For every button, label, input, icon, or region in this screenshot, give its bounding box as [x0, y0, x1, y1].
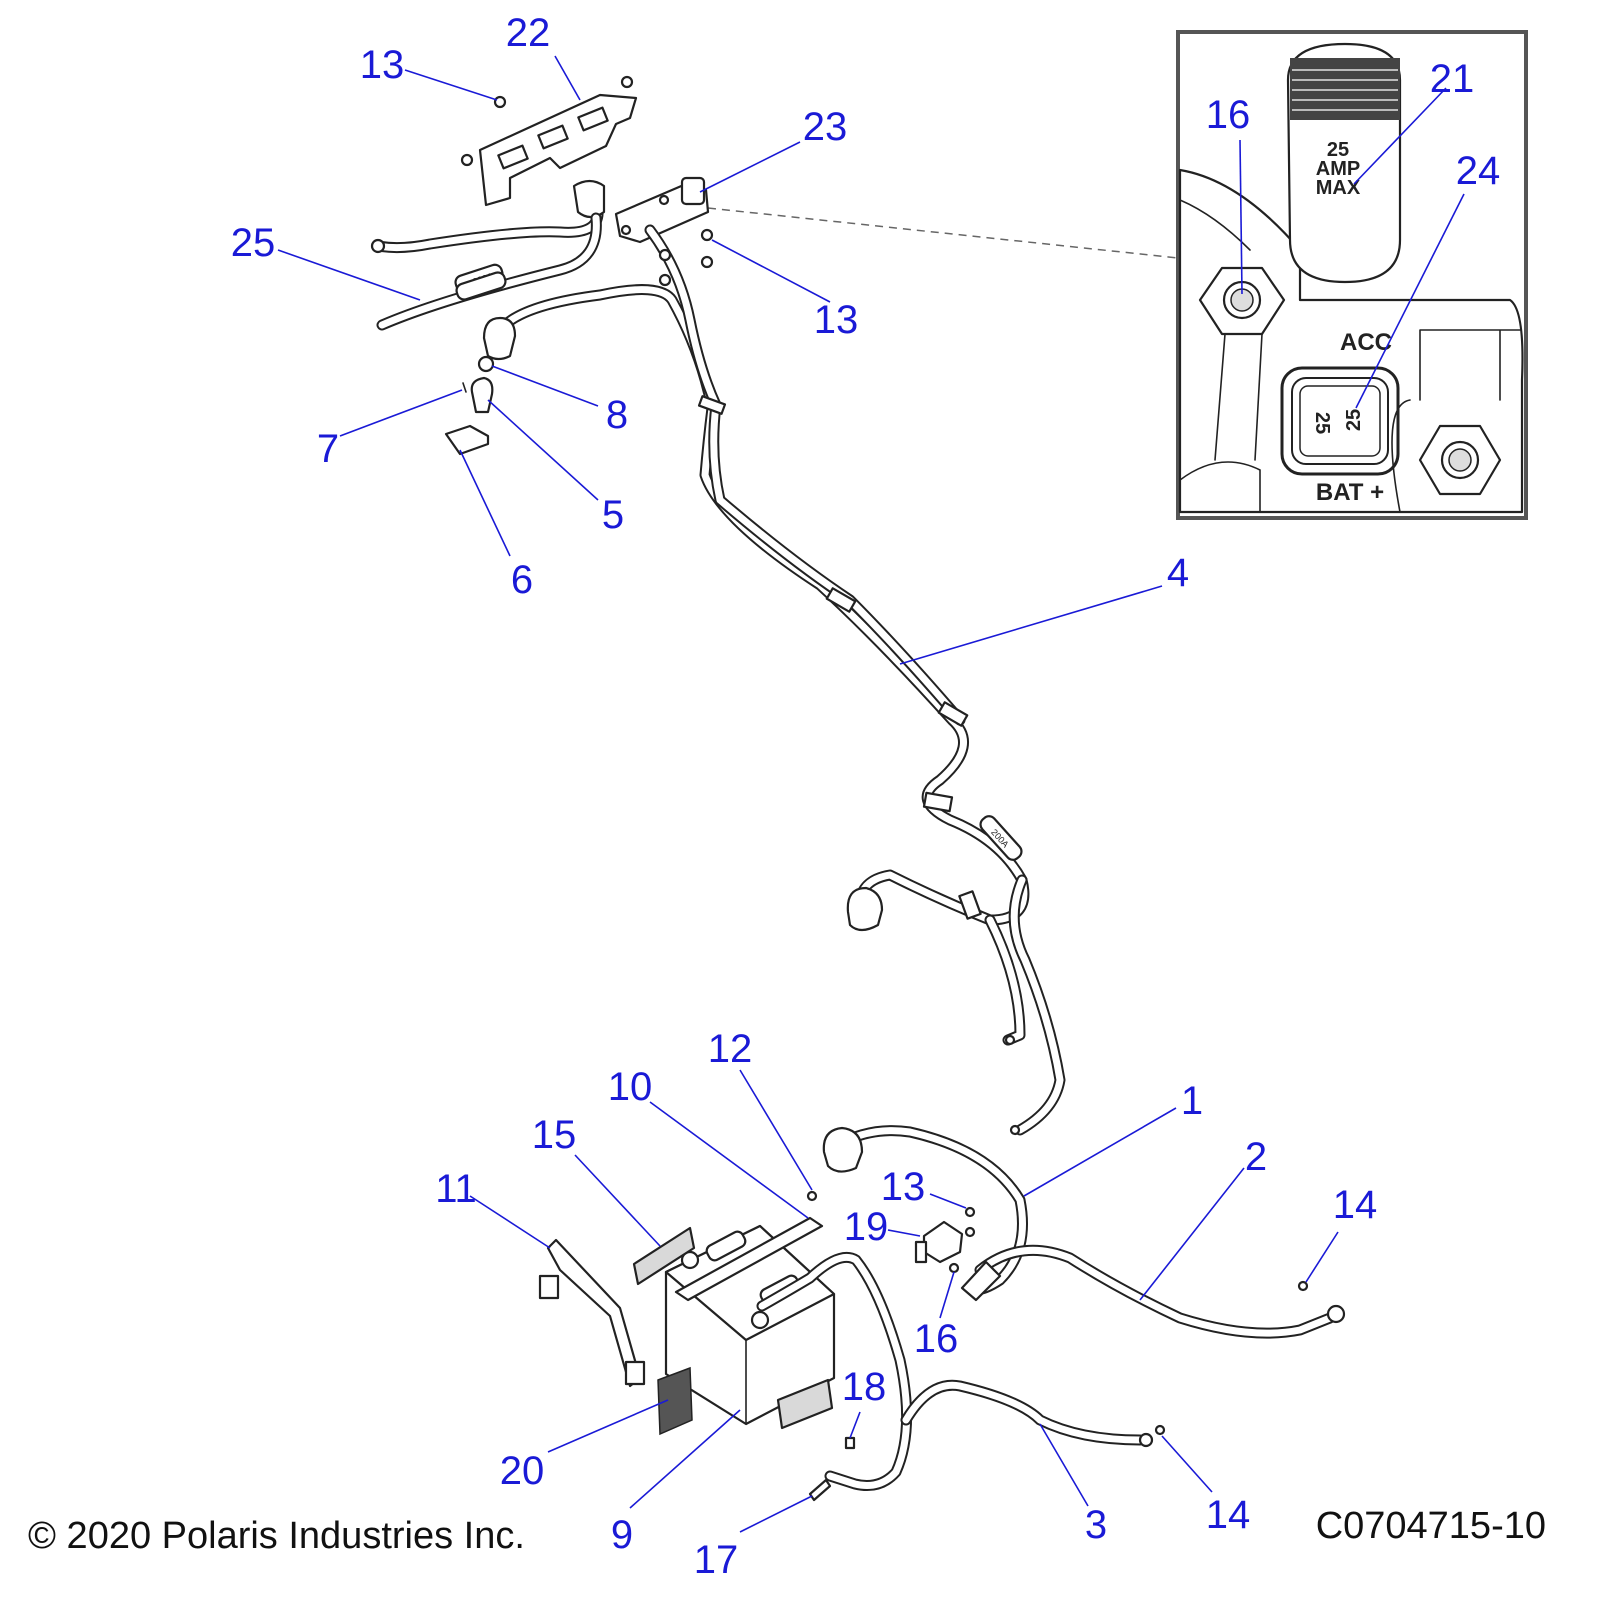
screw-12 [806, 1190, 818, 1202]
callout-21: 21 [1430, 57, 1475, 101]
callout-22: 22 [506, 11, 551, 55]
callout-4: 4 [1167, 551, 1189, 595]
callout-17: 17 [694, 1538, 739, 1582]
parts-5-8 [444, 355, 495, 456]
bracket-22 [460, 75, 638, 207]
callout-14-lower: 14 [1206, 1493, 1251, 1537]
harness-boot-top [482, 316, 517, 361]
fasteners-13-top [658, 228, 714, 287]
tie-17 [808, 1478, 832, 1502]
callout-5: 5 [602, 493, 624, 537]
nut-16-inset [1198, 266, 1286, 336]
callout-18: 18 [842, 1365, 887, 1409]
clip-18 [844, 1436, 856, 1450]
cable-3 [756, 1251, 1154, 1491]
copyright-text: © 2020 Polaris Industries Inc. [28, 1515, 525, 1557]
callout-14-upper: 14 [1333, 1183, 1378, 1227]
inset-leader-dashed [707, 207, 1179, 259]
terminal-block-23 [614, 176, 710, 244]
fuse-label-1: 25 [1327, 139, 1349, 161]
callout-19: 19 [844, 1205, 889, 1249]
callout-23: 23 [803, 105, 848, 149]
mini-fuse-value-a: 25 [1311, 412, 1333, 434]
callout-13-mid: 13 [814, 298, 859, 342]
callout-9: 9 [611, 1513, 633, 1557]
callout-3: 3 [1085, 1503, 1107, 1547]
callout-10: 10 [608, 1065, 653, 1109]
fuse-label-3: MAX [1316, 177, 1361, 199]
pad-15 [632, 1226, 696, 1286]
fuse-25amp: 25 AMP MAX [1286, 42, 1402, 284]
fuse-label-2: AMP [1316, 158, 1360, 180]
pad-20 [657, 1366, 693, 1436]
mini-fuse-value-b: 25 [1343, 409, 1365, 431]
leader-lines [277, 55, 1465, 1533]
inset-detail: 25 AMP MAX 25 25 ACC BAT + [1176, 30, 1528, 520]
pad-18 [776, 1378, 834, 1430]
harness-4: 200A [482, 224, 1066, 1136]
callout-8: 8 [606, 393, 628, 437]
callout-7: 7 [317, 427, 339, 471]
acc-label: ACC [1340, 329, 1392, 356]
callout-labels: 13 22 23 25 13 8 7 5 6 4 16 21 24 12 10 … [231, 11, 1501, 1582]
harness-boot-mid [846, 886, 884, 932]
bat-label: BAT + [1316, 479, 1384, 506]
callout-13-low: 13 [881, 1165, 926, 1209]
callout-1: 1 [1181, 1079, 1203, 1123]
nut-14-upper [1297, 1280, 1309, 1292]
callout-24: 24 [1456, 149, 1501, 193]
hold-down-10 [674, 1216, 824, 1302]
cable-1 [822, 1125, 1028, 1296]
callout-11: 11 [435, 1167, 477, 1211]
callout-16-inset: 16 [1206, 93, 1251, 137]
relay-19 [914, 1206, 976, 1274]
callout-13-top: 13 [360, 43, 405, 87]
cable-2 [960, 1244, 1346, 1339]
callout-15: 15 [532, 1113, 577, 1157]
callout-12: 12 [708, 1027, 753, 1071]
callout-2: 2 [1245, 1135, 1267, 1179]
part-code: C0704715-10 [1316, 1505, 1546, 1547]
callout-25: 25 [231, 221, 276, 265]
callout-16-low: 16 [914, 1317, 959, 1361]
mini-fuse-25: 25 25 [1280, 366, 1400, 476]
callout-20: 20 [500, 1449, 545, 1493]
nut-bat-terminal [1418, 424, 1502, 496]
callout-6: 6 [511, 558, 533, 602]
nut-14-lower [1154, 1424, 1166, 1436]
